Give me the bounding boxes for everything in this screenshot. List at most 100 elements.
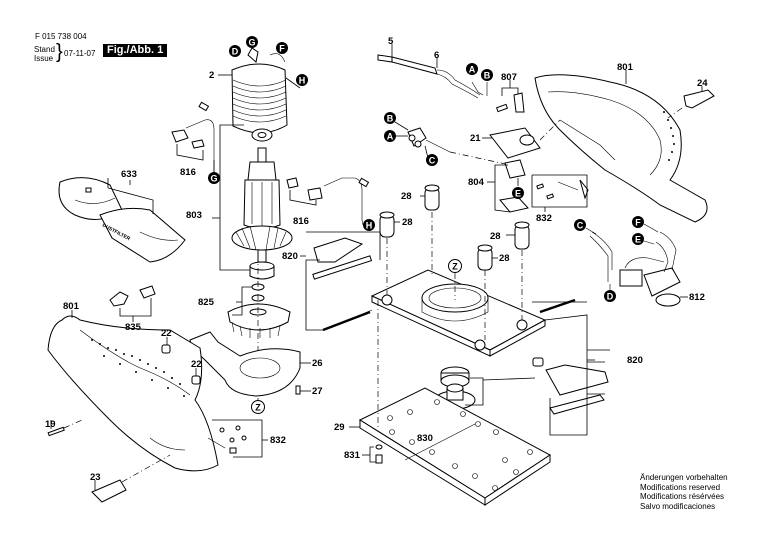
bumper-1 bbox=[161, 344, 171, 354]
svg-text:Z: Z bbox=[255, 403, 261, 413]
connector-F-suppressor: F bbox=[632, 216, 644, 228]
connector-F-coil: F bbox=[276, 42, 288, 54]
stand-label: Stand bbox=[34, 45, 55, 54]
part-23 bbox=[91, 479, 127, 503]
connector-D-suppressor: D bbox=[604, 290, 616, 302]
brush-set-left bbox=[171, 101, 215, 160]
connector-B-cable: B bbox=[481, 69, 493, 81]
note-fr: Modifications résérvées bbox=[640, 492, 725, 501]
svg-text:B: B bbox=[387, 114, 394, 124]
base-plate bbox=[370, 269, 547, 357]
label-820-left: 820 bbox=[282, 251, 298, 262]
armature bbox=[231, 128, 293, 280]
label-816-right: 816 bbox=[293, 216, 309, 227]
connector-G-brush: G bbox=[208, 172, 220, 184]
connector-C-terminal: C bbox=[426, 154, 438, 166]
svg-text:A: A bbox=[469, 65, 476, 75]
label-831: 831 bbox=[344, 450, 361, 461]
connector-A-cable: A bbox=[466, 63, 478, 75]
connector-E-switch: E bbox=[512, 187, 524, 199]
reference-Z-baffle: Z bbox=[251, 400, 265, 414]
label-6: 6 bbox=[434, 50, 439, 61]
brace: } bbox=[56, 41, 63, 63]
svg-text:A: A bbox=[387, 132, 394, 142]
label-816-left: 816 bbox=[180, 167, 196, 178]
bumper-2 bbox=[191, 375, 201, 385]
switch bbox=[499, 159, 529, 213]
screw-set-831 bbox=[375, 444, 383, 464]
svg-text:H: H bbox=[366, 221, 373, 231]
label-22-b: 22 bbox=[191, 359, 202, 370]
label-23: 23 bbox=[90, 472, 101, 483]
connector-G-coil: G bbox=[246, 36, 258, 48]
label-812: 812 bbox=[689, 292, 705, 303]
damper-2 bbox=[379, 211, 395, 238]
svg-text:G: G bbox=[210, 174, 217, 184]
label-807: 807 bbox=[501, 72, 517, 83]
connector-D-coil: D bbox=[229, 45, 241, 57]
terminal-block bbox=[407, 127, 451, 153]
label-29: 29 bbox=[334, 422, 345, 433]
dust-filter: DUSTFILTER bbox=[58, 177, 186, 263]
connector-C-suppressor: C bbox=[574, 219, 586, 231]
note-es: Salvo modificaciones bbox=[640, 501, 716, 511]
label-804: 804 bbox=[468, 177, 485, 188]
dust-extraction-right bbox=[532, 357, 609, 415]
label-832-bottom: 832 bbox=[270, 435, 286, 446]
connector-H-brush: H bbox=[363, 219, 375, 231]
connector-B-terminal: B bbox=[384, 112, 396, 124]
svg-text:H: H bbox=[299, 76, 306, 86]
svg-text:Z: Z bbox=[452, 262, 458, 272]
brush-set-right bbox=[286, 177, 370, 220]
connector-A-terminal: A bbox=[384, 130, 396, 142]
suppressor bbox=[589, 231, 681, 307]
label-633: 633 bbox=[121, 169, 137, 180]
dust-extraction-left bbox=[312, 237, 373, 331]
label-803: 803 bbox=[186, 210, 202, 221]
label-832-top: 832 bbox=[536, 213, 552, 224]
label-19: 19 bbox=[45, 419, 56, 430]
svg-text:E: E bbox=[515, 189, 521, 199]
connector-H-coil: H bbox=[296, 74, 308, 86]
note-de: Änderungen vorbehalten bbox=[640, 473, 728, 482]
svg-text:G: G bbox=[248, 38, 255, 48]
document-id: F 015 738 004 bbox=[35, 32, 87, 41]
svg-text:F: F bbox=[279, 44, 285, 54]
svg-text:E: E bbox=[635, 235, 641, 245]
label-28-b: 28 bbox=[402, 217, 413, 228]
label-26: 26 bbox=[312, 358, 323, 369]
svg-text:B: B bbox=[484, 71, 491, 81]
fan-baffle bbox=[189, 331, 301, 397]
label-22-a: 22 bbox=[161, 328, 172, 339]
label-801-top: 801 bbox=[617, 62, 634, 73]
svg-text:D: D bbox=[232, 47, 239, 57]
modification-notes: Änderungen vorbehalten Modifications res… bbox=[640, 473, 728, 511]
figure-label: Fig./Abb. 1 bbox=[103, 44, 168, 57]
issue-label: Issue bbox=[34, 54, 54, 63]
screw-set-top bbox=[536, 179, 589, 200]
label-27: 27 bbox=[312, 386, 323, 397]
svg-text:C: C bbox=[429, 156, 436, 166]
issue-date: 07-11-07 bbox=[64, 49, 96, 58]
label-820-right: 820 bbox=[627, 355, 643, 366]
label-5: 5 bbox=[388, 36, 394, 47]
damper-3 bbox=[514, 221, 530, 250]
screw-set-bottom bbox=[207, 425, 247, 454]
sanding-pad bbox=[358, 387, 551, 506]
housing-half-left bbox=[47, 315, 219, 472]
svg-text:F: F bbox=[635, 218, 641, 228]
reference-Z-base: Z bbox=[448, 259, 462, 273]
housing-half-right bbox=[534, 74, 708, 223]
svg-text:D: D bbox=[607, 292, 614, 302]
label-21: 21 bbox=[470, 133, 481, 144]
label-24: 24 bbox=[697, 78, 708, 89]
label-28-d: 28 bbox=[499, 253, 510, 264]
label-801-bottom: 801 bbox=[63, 301, 80, 312]
damper-4 bbox=[477, 244, 493, 271]
connector-E-suppressor: E bbox=[632, 233, 644, 245]
label-2: 2 bbox=[209, 70, 214, 81]
switch-cover bbox=[489, 127, 541, 159]
switch-slider bbox=[683, 89, 715, 109]
locking-knob bbox=[109, 285, 156, 307]
